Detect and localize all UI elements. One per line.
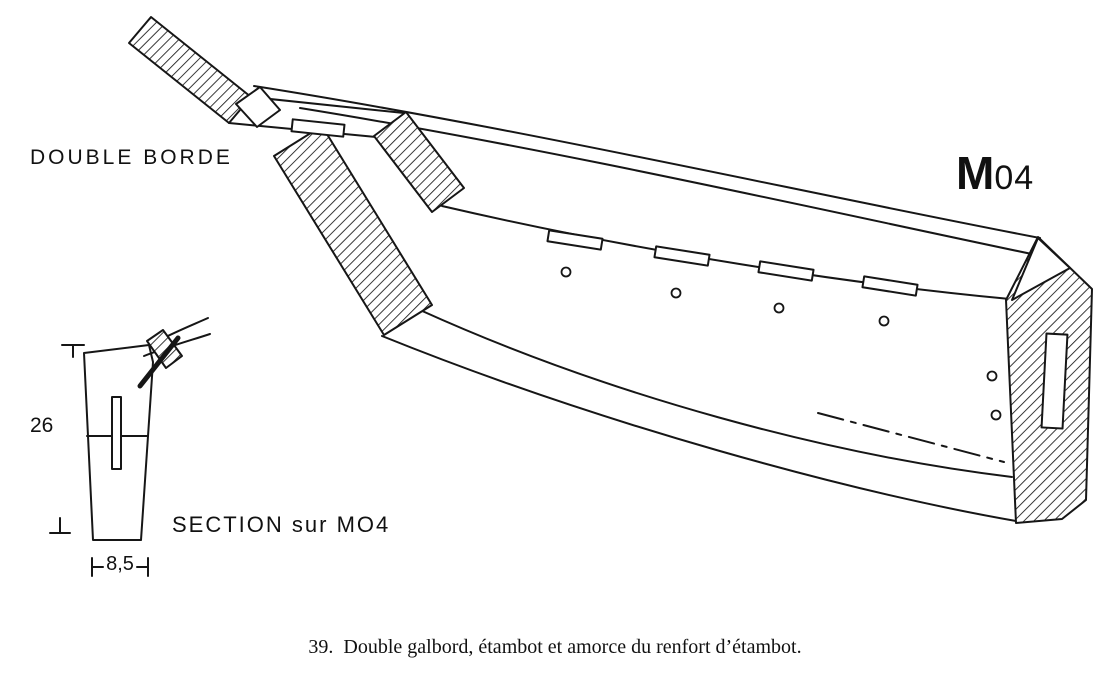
label-section: SECTION sur MO4 [172,512,391,537]
plank-edge-line [250,96,405,114]
section-slot [111,396,122,470]
label-dim-width: 8,5 [106,553,134,575]
figure-caption-text: Double galbord, étambot et amorce du ren… [343,636,802,658]
end-face-mortise [1040,332,1069,430]
scarf-tenon [235,86,281,128]
garboard-plank-cut-b [373,111,465,213]
mortise-slot [653,245,711,267]
keel-bottom-edge-upper [419,309,1013,478]
fastening-hole [773,302,785,314]
mortise-slot [757,260,815,282]
figure-caption: 39. Double galbord, étambot et amorce du … [60,636,1050,659]
mortise-slot-scarf [290,118,346,138]
keel-cut-face [273,125,433,336]
mortise-slot [546,229,604,251]
section-fastening-stroke [137,335,181,389]
garboard-plank-cut-a [128,16,252,124]
keel-top-back-edge [253,85,1041,239]
section-outline [83,344,154,541]
dimension-width-marks [91,557,149,577]
fastening-hole [990,409,1002,421]
fastening-hole [670,287,682,299]
label-double-borde: DOUBLE BORDE [30,146,233,169]
label-m04: M 04 [956,146,1034,200]
keel-perspective [128,16,1093,524]
axis-dash-line [817,412,1005,463]
fastening-hole [986,370,998,382]
keel-top-front-edge [441,205,1011,300]
fastening-holes [560,266,1002,421]
mortise-slot [861,275,919,297]
end-face-chamfer [1011,237,1071,301]
dimension-mark-bottom [49,517,71,534]
label-m04-number: 04 [994,159,1035,197]
keel-bottom-edge-lower [381,335,1017,522]
section-detail [49,317,211,577]
label-m04-prefix: M [956,147,995,199]
fastening-hole [878,315,890,327]
dimension-mark-top [61,344,85,358]
fastening-hole [560,266,572,278]
label-dim-height: 26 [30,414,54,437]
figure-caption-number: 39. [308,636,334,658]
